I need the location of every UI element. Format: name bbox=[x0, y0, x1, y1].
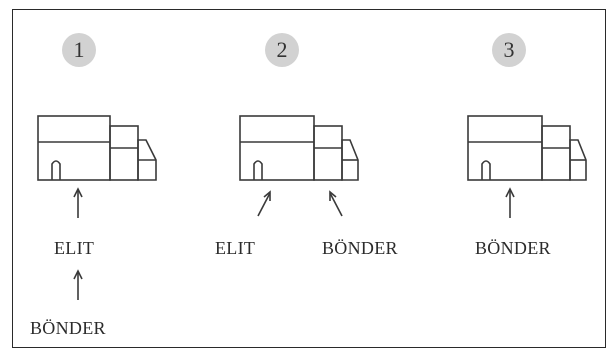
panel-3-label-bonder: BÖNDER bbox=[475, 238, 551, 258]
building-icon bbox=[467, 115, 587, 181]
building-icon bbox=[239, 115, 359, 181]
panel-2-number-badge: 2 bbox=[265, 33, 299, 67]
building-icon bbox=[37, 115, 157, 181]
arrow-icon bbox=[257, 190, 271, 217]
panel-3-number-badge: 3 bbox=[492, 33, 526, 67]
panel-2-label-elit: ELIT bbox=[215, 238, 256, 258]
panel-1-label-bonder: BÖNDER bbox=[30, 318, 106, 338]
panel-2-label-bonder: BÖNDER bbox=[322, 238, 398, 258]
arrow-icon bbox=[73, 269, 83, 300]
panel-1-number-badge: 1 bbox=[62, 33, 96, 67]
arrow-icon bbox=[329, 190, 343, 217]
panel-1-label-elit: ELIT bbox=[54, 238, 95, 258]
arrow-icon bbox=[73, 187, 83, 218]
arrow-icon bbox=[505, 187, 515, 218]
